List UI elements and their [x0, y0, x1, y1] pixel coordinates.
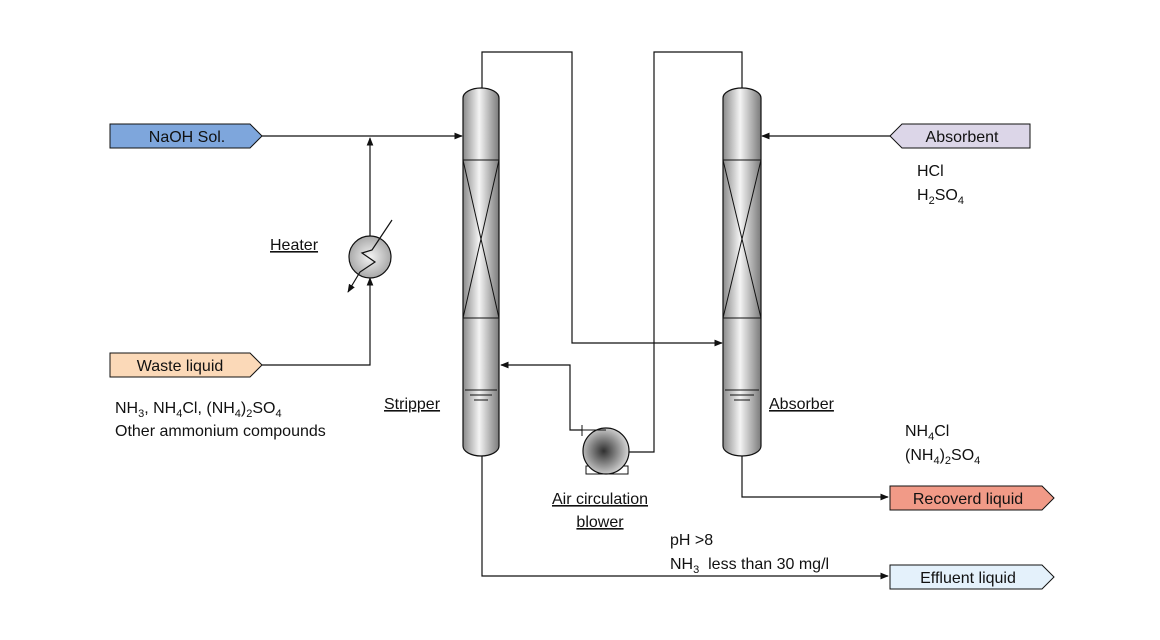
- liquid-level-icon: [465, 389, 497, 401]
- effluent-nh3: NH3 less than 30 mg/l: [670, 556, 829, 576]
- blower-return-line: [500, 361, 582, 431]
- waste-label: Waste liquid: [137, 358, 224, 375]
- waste-tag: Waste liquid: [109, 352, 263, 378]
- absorbent-tag-shape: [889, 123, 1031, 149]
- absorber-column: [722, 87, 762, 457]
- effluent-tag-shape: [889, 564, 1055, 590]
- stripper-label: Stripper: [384, 396, 441, 413]
- naoh-tag-shape: [109, 123, 263, 149]
- blower-label-line1: Air circulation: [552, 491, 648, 508]
- absorbent-h2so4: H2SO4: [917, 187, 964, 207]
- absorber-gas-line: [626, 51, 743, 453]
- blower-icon: [581, 425, 630, 475]
- heater-icon: [347, 219, 393, 293]
- waste-composition-line2: Other ammonium compounds: [115, 423, 326, 440]
- recovered-tag-shape: [889, 485, 1055, 511]
- waste-tag-shape: [109, 352, 263, 378]
- recovered-nh4so4: (NH4)2SO4: [905, 447, 980, 467]
- absorbent-hcl: HCl: [917, 163, 944, 180]
- stripper-column: [462, 87, 500, 457]
- absorber-label: Absorber: [769, 396, 835, 413]
- recovered-nh4cl: NH4Cl: [905, 423, 949, 443]
- naoh-tag: NaOH Sol.: [109, 123, 263, 149]
- effluent-tag: Effluent liquid: [889, 564, 1055, 590]
- effluent-label: Effluent liquid: [920, 570, 1016, 587]
- stripper-vapor-line: [481, 51, 723, 347]
- waste-composition-line1: NH3, NH4Cl, (NH4)2SO4: [115, 400, 282, 420]
- waste-feed-line: [262, 277, 374, 366]
- heater-label: Heater: [270, 237, 319, 254]
- naoh-label: NaOH Sol.: [149, 129, 225, 146]
- liquid-level-icon: [725, 389, 759, 401]
- blower-label-line2: blower: [576, 514, 624, 531]
- piping: [262, 51, 890, 580]
- recovered-tag: Recoverd liquid: [889, 485, 1055, 511]
- recovered-line: [741, 455, 889, 501]
- recovered-label: Recoverd liquid: [913, 491, 1023, 508]
- absorbent-label: Absorbent: [926, 129, 999, 146]
- absorbent-tag: Absorbent: [889, 123, 1031, 149]
- effluent-ph: pH >8: [670, 532, 713, 549]
- effluent-line: [481, 455, 889, 580]
